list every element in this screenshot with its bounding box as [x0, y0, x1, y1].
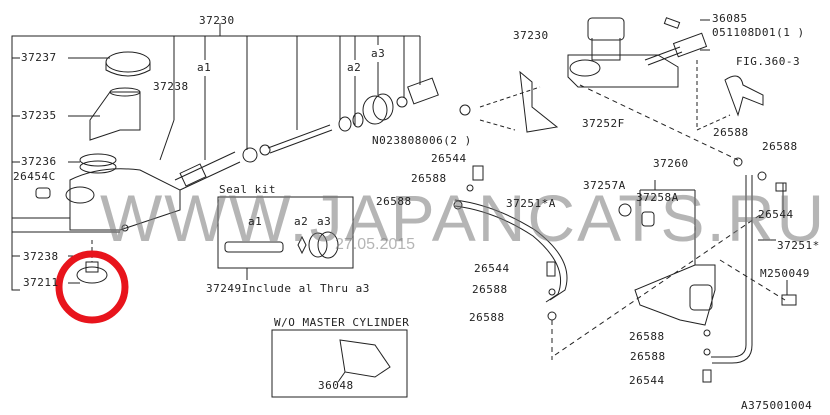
- label-26588-l1[interactable]: 26588: [411, 172, 447, 185]
- label-26588-r1[interactable]: 26588: [713, 126, 749, 139]
- seal-label-a1: a1: [248, 215, 263, 228]
- seal-label-a3: a3: [317, 215, 332, 228]
- watermark: WWW.JAPANCATS.RU: [100, 181, 827, 255]
- hose-assembly: [453, 165, 568, 321]
- label-a3: a3: [371, 47, 386, 60]
- seal-kit-box: [217, 196, 354, 269]
- label-26588-m2[interactable]: 26588: [469, 311, 505, 324]
- label-37230-right[interactable]: 37230: [513, 29, 549, 42]
- label-36048[interactable]: 36048: [318, 379, 354, 392]
- label-26588-m1[interactable]: 26588: [472, 283, 508, 296]
- label-023808006[interactable]: N023808006(2 ): [372, 134, 472, 147]
- operating-cylinder: [551, 180, 761, 383]
- label-37237[interactable]: 37237: [21, 51, 57, 64]
- label-m250049[interactable]: M250049: [760, 267, 810, 280]
- label-37238-upper[interactable]: 37238: [153, 80, 189, 93]
- label-37251[interactable]: 37251*: [777, 239, 820, 252]
- leader-lines: [11, 23, 421, 291]
- label-26544-l1[interactable]: 26544: [431, 152, 467, 165]
- label-37235[interactable]: 37235: [21, 109, 57, 122]
- label-37258a[interactable]: 37258A: [636, 191, 679, 204]
- label-37230-left[interactable]: 37230: [199, 14, 235, 27]
- label-37257a[interactable]: 37257A: [583, 179, 626, 192]
- seal-label-a2: a2: [294, 215, 309, 228]
- wo-master-cylinder-box: [271, 329, 408, 398]
- label-26544-m1[interactable]: 26544: [474, 262, 510, 275]
- wo-master-cylinder-title: W/O MASTER CYLINDER: [274, 316, 410, 329]
- label-a2: a2: [347, 61, 362, 74]
- master-cylinder-assembly: [459, 17, 797, 364]
- label-26588-r2[interactable]: 26588: [762, 140, 798, 153]
- label-26544-r1[interactable]: 26544: [758, 208, 794, 221]
- label-fig-360-3[interactable]: FIG.360-3: [736, 55, 801, 68]
- label-37211[interactable]: 37211: [23, 276, 59, 289]
- label-37249[interactable]: 37249Include al Thru a3: [206, 282, 370, 295]
- label-26588-l2[interactable]: 26588: [376, 195, 412, 208]
- master-cylinder-exploded: [35, 51, 439, 284]
- label-051108d01[interactable]: 051108D01(1 ): [712, 26, 805, 39]
- label-26588-b1[interactable]: 26588: [629, 330, 665, 343]
- seal-kit-title: Seal kit: [219, 183, 276, 196]
- label-37260[interactable]: 37260: [653, 157, 689, 170]
- label-37251a[interactable]: 37251*A: [506, 197, 556, 210]
- label-a1: a1: [197, 61, 212, 74]
- plate-36048: [339, 339, 391, 378]
- label-26544-b[interactable]: 26544: [629, 374, 665, 387]
- label-37252f[interactable]: 37252F: [582, 117, 625, 130]
- label-37238-lower[interactable]: 37238: [23, 250, 59, 263]
- label-37236[interactable]: 37236: [21, 155, 57, 168]
- seal-kit-parts: [224, 231, 339, 259]
- watermark-date: 27.05.2015: [335, 236, 416, 253]
- diagram-reference-code: A375001004: [741, 399, 813, 412]
- highlight-circle: [55, 250, 129, 324]
- label-36085[interactable]: 36085: [712, 12, 748, 25]
- label-26588-b2[interactable]: 26588: [630, 350, 666, 363]
- label-26454c[interactable]: 26454C: [13, 170, 56, 183]
